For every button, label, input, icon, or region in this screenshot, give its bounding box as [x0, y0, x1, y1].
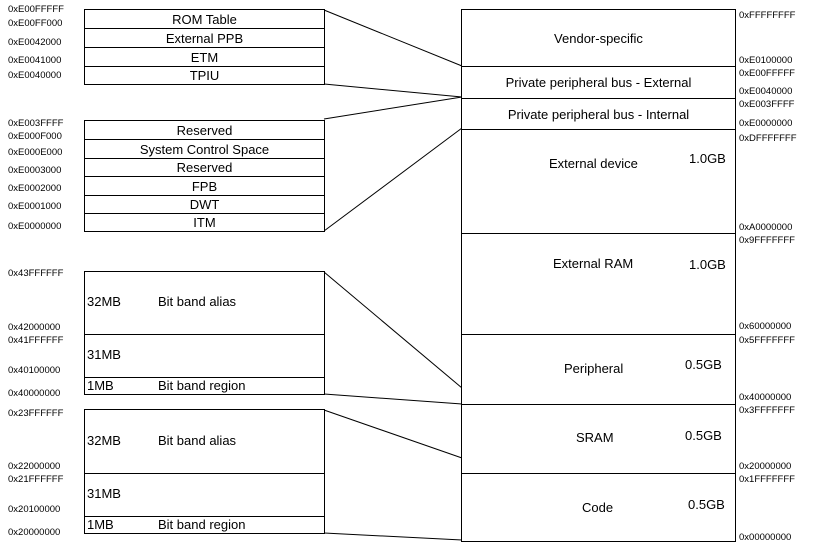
connector-ext-top: [323, 9, 463, 67]
row-reserved: Reserved: [176, 122, 233, 138]
sram-bitband-detail: [84, 409, 325, 534]
address-label: 0xE00FF000: [8, 18, 63, 29]
region-external-ram: [462, 233, 735, 334]
region-name: SRAM: [576, 430, 614, 445]
connector-ext-bottom: [323, 83, 463, 98]
bitband-region-label: Bit band region: [158, 378, 246, 393]
region-name: External RAM: [553, 256, 634, 271]
row-rom-table: ROM Table: [172, 11, 237, 27]
region-sram: [462, 404, 735, 473]
address-label: 0xE00FFFFF: [739, 68, 795, 79]
address-label: 0xE0001000: [8, 201, 62, 212]
bitband-alias-label: Bit band alias: [158, 294, 237, 309]
connector-int-bottom: [323, 127, 463, 232]
address-label: 0x43FFFFFF: [8, 268, 64, 279]
address-label: 0xE003FFFF: [739, 99, 795, 110]
address-label: 0x20000000: [8, 527, 61, 538]
region-size: 0.5GB: [685, 428, 722, 443]
bitband-region-label: Bit band region: [158, 517, 246, 532]
address-label: 0xE0042000: [8, 37, 62, 48]
region-name: Code: [582, 500, 614, 515]
row-external-ppb: External PPB: [85, 28, 324, 47]
connector-periph-bottom: [323, 393, 463, 405]
address-label: 0x22000000: [8, 461, 61, 472]
bitband-alias-size: 32MB: [87, 433, 121, 448]
address-label: 0x20100000: [8, 504, 61, 515]
address-label: 0xE000F000: [8, 131, 62, 142]
peripheral-bitband-detail: [84, 271, 325, 395]
row-dwt: DWT: [85, 195, 324, 213]
connector-sram-bottom: [323, 532, 463, 541]
address-label: 0xFFFFFFFF: [739, 10, 796, 21]
row-system-control-space: System Control Space: [85, 139, 324, 158]
region-size: 1.0GB: [689, 151, 726, 166]
address-label: 0xE0041000: [8, 55, 62, 66]
connector-sram-top: [323, 409, 463, 459]
address-label: 0x23FFFFFF: [8, 408, 64, 419]
region-peripheral: [462, 334, 735, 404]
address-label: 0x9FFFFFFF: [739, 235, 795, 246]
address-label: 0x40000000: [739, 392, 792, 403]
region-ppb-internal: Private peripheral bus - Internal: [462, 98, 735, 129]
address-label: 0x20000000: [739, 461, 792, 472]
bitband-region-size: 1MB: [87, 517, 114, 532]
address-label: 0x21FFFFFF: [8, 474, 64, 485]
row-fpb: FPB: [85, 176, 324, 195]
address-label: 0xE0000000: [8, 221, 62, 232]
address-label: 0x40000000: [8, 388, 61, 399]
address-label: 0xE0002000: [8, 183, 62, 194]
address-label: 0xE000E000: [8, 147, 63, 158]
address-label: 0xE0100000: [739, 55, 793, 66]
region-name: Peripheral: [564, 361, 624, 376]
row-tpiu: TPIU: [85, 66, 324, 84]
memory-map: Vendor-specific Private peripheral bus -…: [461, 9, 736, 542]
region-external-device: [462, 129, 735, 233]
address-label: 0xE0040000: [739, 86, 793, 97]
connector-int-top: [323, 96, 463, 120]
address-label: 0xDFFFFFFF: [739, 133, 797, 144]
address-label: 0xE00FFFFF: [8, 4, 64, 15]
region-ppb-external: Private peripheral bus - External: [462, 66, 735, 98]
bitband-gap-size: 31MB: [87, 486, 121, 501]
ppb-internal-detail: Reserved System Control Space Reserved F…: [84, 120, 325, 232]
address-label: 0x60000000: [739, 321, 792, 332]
row-etm: ETM: [85, 47, 324, 66]
bitband-gap-size: 31MB: [87, 347, 121, 362]
address-label: 0x42000000: [8, 322, 61, 333]
address-label: 0x3FFFFFFF: [739, 405, 795, 416]
address-label: 0x41FFFFFF: [8, 335, 64, 346]
region-size: 1.0GB: [689, 257, 726, 272]
address-label: 0x1FFFFFFF: [739, 474, 795, 485]
connector-periph-top: [323, 271, 463, 389]
row-reserved: Reserved: [85, 158, 324, 176]
region-size: 0.5GB: [685, 357, 722, 372]
address-label: 0x5FFFFFFF: [739, 335, 795, 346]
bitband-region-size: 1MB: [87, 378, 114, 393]
ppb-external-detail: ROM Table External PPB ETM TPIU: [84, 9, 325, 85]
bitband-alias-label: Bit band alias: [158, 433, 237, 448]
address-label: 0xE0003000: [8, 165, 62, 176]
address-label: 0xE0040000: [8, 70, 62, 81]
address-label: 0x40100000: [8, 365, 61, 376]
address-label: 0xE003FFFF: [8, 118, 64, 129]
address-label: 0xE0000000: [739, 118, 793, 129]
region-code: [462, 473, 735, 541]
region-vendor-specific: Vendor-specific: [554, 30, 643, 46]
bitband-alias-size: 32MB: [87, 294, 121, 309]
region-name: External device: [549, 156, 638, 171]
address-label: 0x00000000: [739, 532, 792, 543]
address-label: 0xA0000000: [739, 222, 793, 233]
row-itm: ITM: [85, 213, 324, 231]
region-size: 0.5GB: [688, 497, 725, 512]
